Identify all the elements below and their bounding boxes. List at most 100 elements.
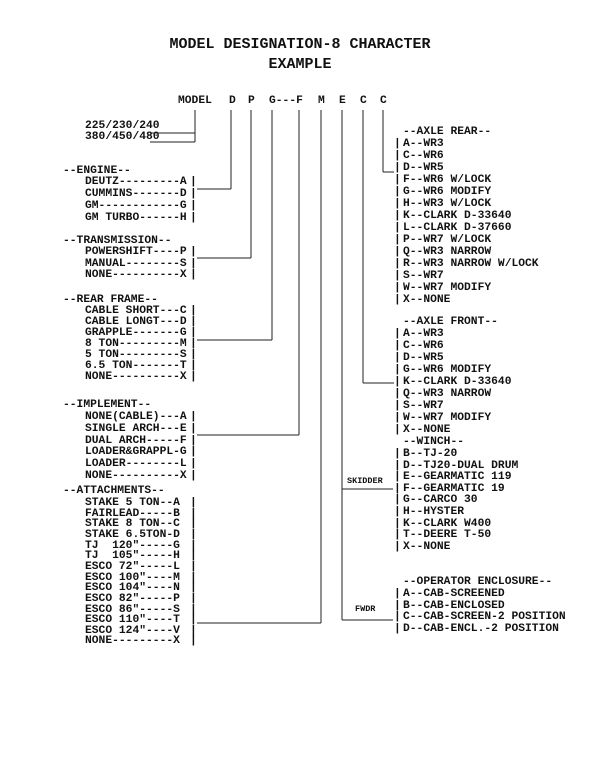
title-line-2: EXAMPLE [268, 56, 332, 73]
column-code-3: M [318, 95, 325, 107]
option-item: ESCO 124"----V [85, 624, 180, 637]
option-separator: | [190, 497, 197, 509]
option-separator: | [190, 560, 197, 573]
model-number-2: 380/450/480 [85, 131, 160, 143]
option-item: NONE----------X [85, 269, 187, 282]
option-separator: | [394, 471, 401, 484]
option-separator: | [394, 400, 401, 412]
option-item: ESCO 100"----M [85, 571, 180, 584]
option-item: ESCO 72"-----L [85, 560, 180, 573]
option-separator: | [190, 200, 197, 212]
column-code-4: E [339, 95, 346, 107]
option-separator: | [394, 150, 401, 162]
option-item: NONE----------X [85, 371, 187, 383]
option-item: G--WR6 MODIFY [403, 186, 492, 198]
option-separator: | [190, 592, 197, 605]
option-separator: | [190, 327, 197, 339]
option-item: K--CLARK D-33640 [403, 376, 512, 388]
left-group-header: --IMPLEMENT-- [63, 399, 152, 411]
option-separator: | [190, 470, 197, 482]
option-item: D--WR5 [403, 352, 444, 364]
option-item: E--GEARMATIC 119 [403, 471, 512, 484]
option-item: ESCO 104"----N [85, 582, 180, 595]
option-item: B--CAB-ENCLOSED [403, 599, 505, 612]
option-item: H--HYSTER [403, 506, 465, 518]
option-item: MANUAL--------S [85, 257, 187, 270]
option-separator: | [394, 294, 401, 306]
option-separator: | [394, 234, 401, 246]
option-item: X--NONE [403, 540, 451, 553]
option-item: GM TURBO------H [85, 212, 187, 224]
option-item: F--GEARMATIC 19 [403, 482, 505, 495]
option-separator: | [394, 506, 401, 518]
option-item: S--WR7 [403, 400, 444, 412]
option-item: NONE(CABLE)---A [85, 411, 187, 423]
option-item: ESCO 110"----T [85, 614, 180, 627]
option-item: DUAL ARCH-----F [85, 434, 187, 447]
right-group-header: --WINCH-- [403, 436, 465, 448]
option-item: C--WR6 [403, 150, 444, 162]
option-item: W--WR7 MODIFY [403, 412, 492, 424]
option-item: LOADER--------L [85, 458, 187, 471]
option-item: A--WR3 [403, 328, 444, 340]
option-item: STAKE 8 TON--C [85, 518, 180, 531]
option-separator: | [394, 599, 401, 612]
option-separator: | [394, 186, 401, 198]
option-separator: | [394, 352, 401, 364]
option-item: D--TJ20-DUAL DRUM [403, 459, 519, 472]
option-separator: | [190, 582, 197, 595]
option-item: X--NONE [403, 424, 451, 436]
option-separator: | [190, 246, 197, 258]
option-separator: | [190, 316, 197, 328]
option-item: ESCO 82"-----P [85, 592, 180, 605]
right-group-header: --AXLE FRONT-- [403, 316, 498, 328]
option-item: B--TJ-20 [403, 448, 458, 460]
option-separator: | [190, 188, 197, 200]
option-separator: | [394, 270, 401, 282]
option-item: LOADER&GRAPPL-G [85, 446, 187, 459]
option-separator: | [190, 434, 197, 447]
option-separator: | [394, 412, 401, 424]
option-separator: | [394, 494, 401, 507]
column-code-5: C [360, 95, 367, 107]
option-item: W--WR7 MODIFY [403, 282, 492, 294]
option-separator: | [190, 305, 197, 317]
option-separator: | [394, 138, 401, 150]
option-separator: | [190, 507, 197, 520]
option-separator: | [190, 539, 197, 552]
option-item: DEUTZ---------A [85, 176, 187, 188]
option-separator: | [394, 388, 401, 400]
option-item: G--CARCO 30 [403, 494, 478, 507]
right-group-header: --OPERATOR ENCLOSURE-- [403, 576, 553, 588]
option-separator: | [190, 349, 197, 361]
option-item: H--WR3 W/LOCK [403, 198, 492, 210]
option-separator: | [394, 448, 401, 460]
option-item: A--WR3 [403, 138, 444, 150]
option-item: S--WR7 [403, 270, 444, 282]
option-separator: | [394, 364, 401, 376]
option-separator: | [394, 210, 401, 222]
option-item: GRAPPLE-------G [85, 327, 187, 339]
right-group-header: --AXLE REAR-- [403, 126, 492, 138]
option-separator: | [394, 222, 401, 234]
option-item: SINGLE ARCH---E [85, 422, 187, 435]
option-item: D--CAB-ENCL.-2 POSITION [403, 623, 559, 636]
option-item: GM------------G [85, 200, 187, 212]
option-item: D--WR5 [403, 162, 444, 174]
option-separator: | [190, 422, 197, 435]
option-separator: | [394, 258, 401, 270]
option-item: POWERSHIFT----P [85, 246, 187, 258]
option-item: R--WR3 NARROW W/LOCK [403, 258, 539, 270]
option-item: Q--WR3 NARROW [403, 246, 492, 258]
option-separator: | [190, 550, 197, 563]
option-separator: | [394, 611, 401, 624]
option-item: P--WR7 W/LOCK [403, 234, 492, 246]
forwarder-label: FWDR [355, 604, 376, 614]
option-item: A--CAB-SCREENED [403, 588, 505, 600]
option-item: X--NONE [403, 294, 451, 306]
option-separator: | [394, 162, 401, 174]
option-separator: | [190, 360, 197, 372]
option-separator: | [190, 371, 197, 383]
column-code-1: P [248, 95, 255, 107]
